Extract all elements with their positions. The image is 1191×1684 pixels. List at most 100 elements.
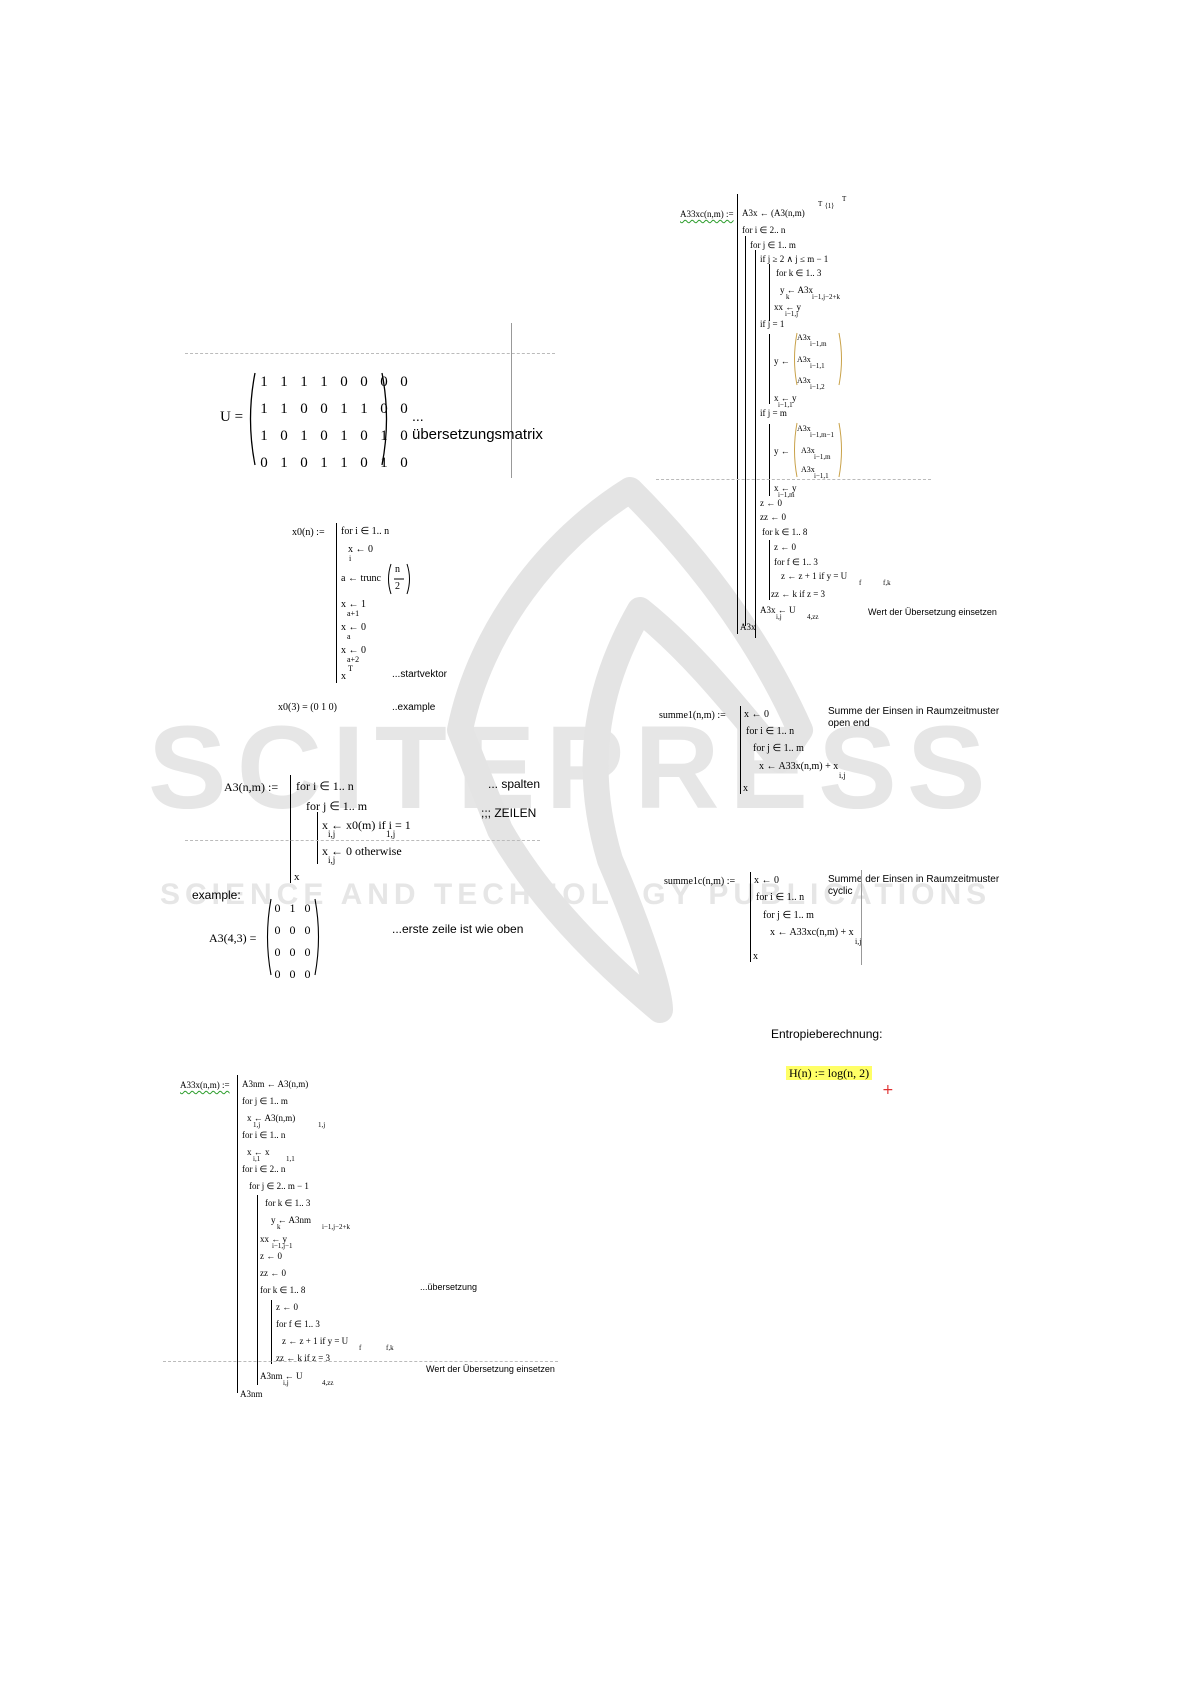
watermark-logo-shape (447, 477, 813, 1023)
u-matrix-label[interactable]: U = (220, 409, 244, 425)
a33x-left-line-for-k8[interactable]: for k ∈ 1.. 8 (260, 1285, 306, 1295)
a33xc-line-assign[interactable]: A3x ← U (760, 605, 796, 615)
u-matrix-cell: 0 (320, 428, 328, 444)
a33xc-line-x1[interactable]: x ← y (774, 393, 797, 403)
a33xc-line-if-j1[interactable]: if j = 1 (760, 319, 785, 329)
entropie-definition[interactable]: H(n) := log(n, 2) (786, 1066, 873, 1081)
a33x-left-line-zz[interactable]: zz ← 0 (260, 1268, 286, 1278)
a33xc-line-xx[interactable]: xx ← y (774, 302, 801, 312)
summe1-line-return[interactable]: x (743, 783, 748, 794)
a3-line-otherwise[interactable]: x ← 0 otherwise (322, 844, 402, 858)
a33xc-line-return[interactable]: A3x (740, 622, 756, 632)
a33xc-line-zinc[interactable]: z ← z + 1 if y = U (781, 571, 848, 581)
a33x-left-line-for-f[interactable]: for f ∈ 1.. 3 (276, 1319, 320, 1329)
x0-definition[interactable]: x0(n) := (292, 527, 325, 538)
a33xc-sub: i−1,m (810, 340, 827, 348)
x0-sub-a: a (347, 632, 351, 641)
a33x-left-line-z0[interactable]: z ← 0 (276, 1302, 298, 1312)
a33x-left-sub: k (277, 1223, 281, 1231)
a33xc-line-xm[interactable]: x ← y (774, 483, 797, 493)
a33xc-line-yk[interactable]: y ← A3x (780, 285, 814, 295)
a33xc-line-y1[interactable]: y ← (774, 356, 790, 366)
a33x-left-line-for-i[interactable]: for i ∈ 1.. n (242, 1130, 286, 1140)
a3-comment-zeilen: ;;; ZEILEN (481, 806, 537, 820)
a3-example-cell: 0 (304, 967, 311, 981)
a33x-left-comment-wert: Wert der Übersetzung einsetzen (426, 1364, 555, 1374)
a33xc-line-for-f[interactable]: for f ∈ 1.. 3 (774, 557, 818, 567)
summe1-line-add[interactable]: x ← A33x(n,m) + x (759, 761, 839, 772)
a33xc-line-for-k8[interactable]: for k ∈ 1.. 8 (762, 527, 808, 537)
a33x-left-line-z[interactable]: z ← 0 (260, 1251, 282, 1261)
entropie-title: Entropieberechnung: (771, 1027, 883, 1041)
a33xc-line-for-k[interactable]: for k ∈ 1.. 3 (776, 268, 822, 278)
summe1c-bar (750, 872, 751, 962)
a3-line-if[interactable]: x ← x0(m) if i = 1 (322, 818, 411, 832)
u-matrix-cell: 1 (380, 455, 388, 471)
summe1c-line-add[interactable]: x ← A33xc(n,m) + x (770, 927, 854, 938)
a33xc-line-init[interactable]: A3x ← (A3(n,m) (742, 208, 805, 218)
a3-example-lhs[interactable]: A3(4,3) = (209, 931, 257, 945)
summe1c-definition[interactable]: summe1c(n,m) := (664, 876, 736, 887)
a33xc-line-if-mid[interactable]: if j ≥ 2 ∧ j ≤ m − 1 (760, 254, 829, 264)
u-matrix-cell: 0 (360, 428, 368, 444)
summe1-line-init[interactable]: x ← 0 (744, 709, 769, 720)
a33x-left-line-copy[interactable]: x ← A3(n,m) (247, 1113, 296, 1123)
u-matrix-cell: 1 (380, 428, 388, 444)
a33xc-line-for-j[interactable]: for j ∈ 1.. m (750, 240, 796, 250)
a3-line-for-i[interactable]: for i ∈ 1.. n (296, 779, 354, 793)
summe1c-line-for-j[interactable]: for j ∈ 1.. m (763, 910, 814, 921)
x0-line-set-a2[interactable]: x ← 0 (341, 645, 366, 656)
a33xc-line-z0[interactable]: z ← 0 (774, 542, 796, 552)
a33x-left-line-for-i2[interactable]: for i ∈ 2.. n (242, 1164, 286, 1174)
a3-sub-ij-2: i,j (328, 855, 336, 865)
a33xc-line-zzk[interactable]: zz ← k if z = 3 (771, 589, 826, 599)
a3-definition[interactable]: A3(n,m) := (224, 780, 279, 794)
x0-line-for[interactable]: for i ∈ 1.. n (341, 526, 390, 537)
program-block-bar (257, 1195, 258, 1385)
a33xc-bar (737, 194, 738, 634)
summe1c-line-for-i[interactable]: for i ∈ 1.. n (756, 892, 805, 903)
x0-line-init-text: x ← 0 (348, 544, 373, 555)
x0-line-trunc[interactable]: a ← trunc (341, 573, 381, 584)
summe1-line-for-j[interactable]: for j ∈ 1.. m (753, 743, 804, 754)
a33xc-line-if-jm[interactable]: if j = m (760, 408, 787, 418)
u-matrix-cell: 1 (360, 401, 368, 417)
a3-line-return[interactable]: x (294, 871, 300, 883)
x0-example-eq[interactable]: x0(3) = (0 1 0) (278, 702, 337, 713)
summe1c-line-return[interactable]: x (753, 951, 758, 962)
summe1-line-for-i[interactable]: for i ∈ 1.. n (746, 726, 795, 737)
a33x-left-line-zzk[interactable]: zz ← k if z = 3 (276, 1353, 331, 1363)
a33x-left-line-for-j2[interactable]: for j ∈ 2.. m − 1 (249, 1181, 309, 1191)
summe1c-line-init[interactable]: x ← 0 (754, 875, 779, 886)
u-matrix-cell: 0 (280, 428, 288, 444)
a33xc-line-for-i[interactable]: for i ∈ 2.. n (742, 225, 786, 235)
a33x-left-line-yk[interactable]: y ← A3nm (271, 1215, 312, 1225)
x0-line-set-a1[interactable]: x ← 1 (341, 599, 366, 610)
x0-line-return[interactable]: x (341, 671, 346, 682)
a33x-left-line-for-j[interactable]: for j ∈ 1.. m (242, 1096, 288, 1106)
x0-line-set-a[interactable]: x ← 0 (341, 622, 366, 633)
a3-example-cell: 1 (289, 901, 296, 915)
x0-line-init[interactable]: x ← 0 (348, 545, 373, 555)
summe1-definition[interactable]: summe1(n,m) := (659, 710, 726, 721)
a33xc-line-ym[interactable]: y ← (774, 446, 790, 456)
a33x-left-line-zinc[interactable]: z ← z + 1 if y = U (282, 1336, 349, 1346)
a33x-left-definition[interactable]: A33x(n,m) := (180, 1080, 230, 1090)
a33x-left-line-assign[interactable]: A3nm ← U (260, 1371, 303, 1381)
program-block-bar (769, 540, 770, 600)
a33x-left-line-for-k[interactable]: for k ∈ 1.. 3 (265, 1198, 311, 1208)
a33xc-definition[interactable]: A33xc(n,m) := (680, 209, 734, 219)
x0-example-comment: ..example (392, 702, 436, 713)
a33x-left-line-init[interactable]: A3nm ← A3(n,m) (242, 1079, 309, 1089)
a33xc-line-z[interactable]: z ← 0 (760, 498, 782, 508)
a3-example-cell: 0 (274, 967, 281, 981)
a3-line-for-j[interactable]: for j ∈ 1.. m (306, 799, 368, 813)
a33x-left-line-col[interactable]: x ← x (247, 1147, 270, 1157)
u-matrix-cell: 1 (340, 455, 348, 471)
a33x-left-line-xx[interactable]: xx ← y (260, 1234, 287, 1244)
u-matrix-right-paren (381, 372, 388, 466)
a33x-left-line-return[interactable]: A3nm (240, 1389, 263, 1399)
a33xc-line-zz[interactable]: zz ← 0 (760, 512, 786, 522)
u-matrix-cell: 0 (360, 455, 368, 471)
